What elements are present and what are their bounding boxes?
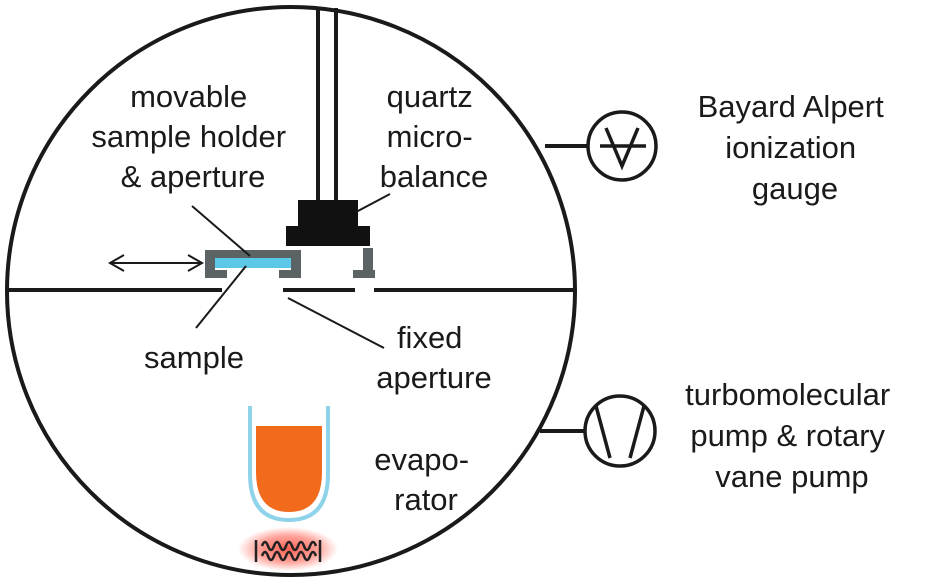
sample [215, 258, 291, 268]
double-arrow-icon [107, 254, 205, 272]
vacuum-pump-symbol [583, 394, 657, 468]
label-evaporator: evapo- rator [374, 442, 477, 517]
label-movable-holder: movable sample holder & aperture [91, 79, 294, 194]
heater-coil-icon [238, 527, 338, 571]
label-pump: turbomolecular pump & rotary vane pump [685, 377, 899, 494]
ionization-gauge-symbol [586, 110, 658, 182]
label-quartz-microbalance: quartz micro- balance [380, 79, 489, 194]
label-fixed-aperture: fixed aperture [376, 320, 491, 395]
label-sample: sample [144, 340, 244, 375]
movable-sample-holder [205, 250, 301, 278]
leader-lines [191, 193, 391, 349]
right-holder-bracket [353, 248, 375, 278]
label-ionization-gauge: Bayard Alpert ionization gauge [698, 89, 893, 206]
evaporator-crucible [248, 406, 330, 523]
quartz-feedthrough [316, 8, 338, 200]
quartz-microbalance [286, 200, 370, 246]
